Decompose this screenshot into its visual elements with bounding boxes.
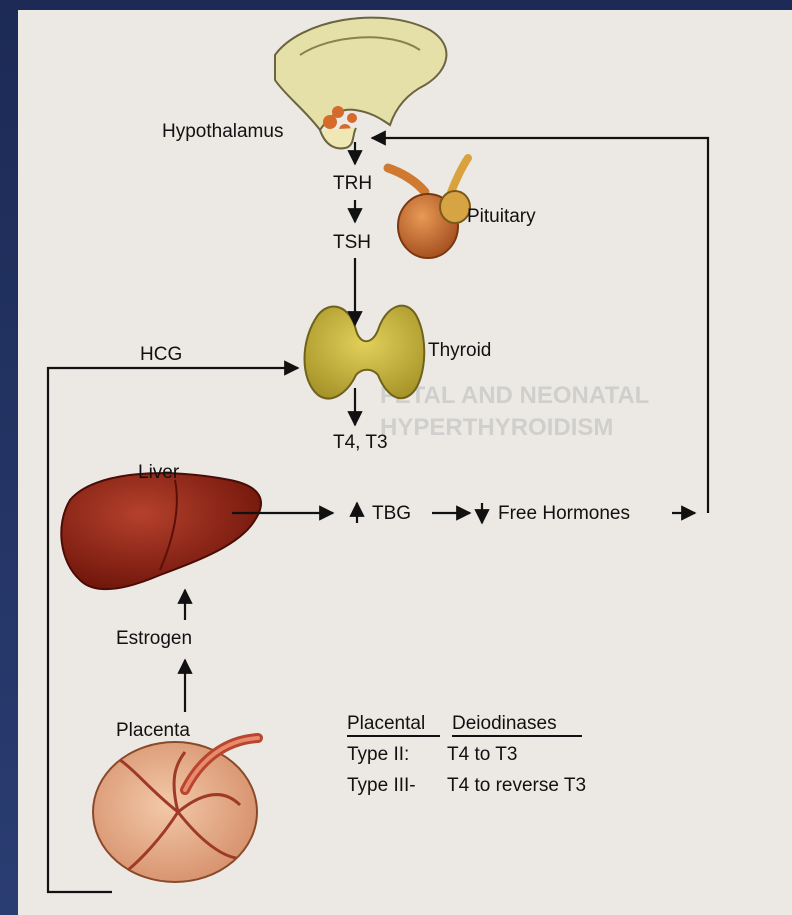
free-hormones-label: Free Hormones bbox=[498, 503, 630, 525]
pituitary-label: Pituitary bbox=[467, 206, 536, 228]
deiodinases-heading-right: Deiodinases bbox=[452, 713, 557, 735]
placenta-illustration bbox=[93, 738, 258, 882]
type3-label: Type III- bbox=[347, 775, 416, 797]
type2-label: Type II: bbox=[347, 744, 409, 766]
t4-t3-label: T4, T3 bbox=[333, 432, 388, 454]
thyroid-illustration bbox=[305, 306, 425, 399]
hypothalamus-label: Hypothalamus bbox=[162, 121, 283, 143]
tsh-label: TSH bbox=[333, 232, 371, 254]
deiodinases-heading-left: Placental bbox=[347, 713, 425, 735]
liver-illustration bbox=[61, 473, 261, 589]
thyroid-label: Thyroid bbox=[428, 340, 491, 362]
liver-label: Liver bbox=[138, 462, 179, 484]
type3-value: T4 to reverse T3 bbox=[447, 775, 586, 797]
estrogen-label: Estrogen bbox=[116, 628, 192, 650]
type2-value: T4 to T3 bbox=[447, 744, 517, 766]
hcg-label: HCG bbox=[140, 344, 182, 366]
pituitary-illustration bbox=[388, 158, 470, 258]
hypothalamus-illustration bbox=[275, 18, 446, 149]
placenta-label: Placenta bbox=[116, 720, 190, 742]
trh-label: TRH bbox=[333, 173, 372, 195]
tbg-label: TBG bbox=[372, 503, 411, 525]
